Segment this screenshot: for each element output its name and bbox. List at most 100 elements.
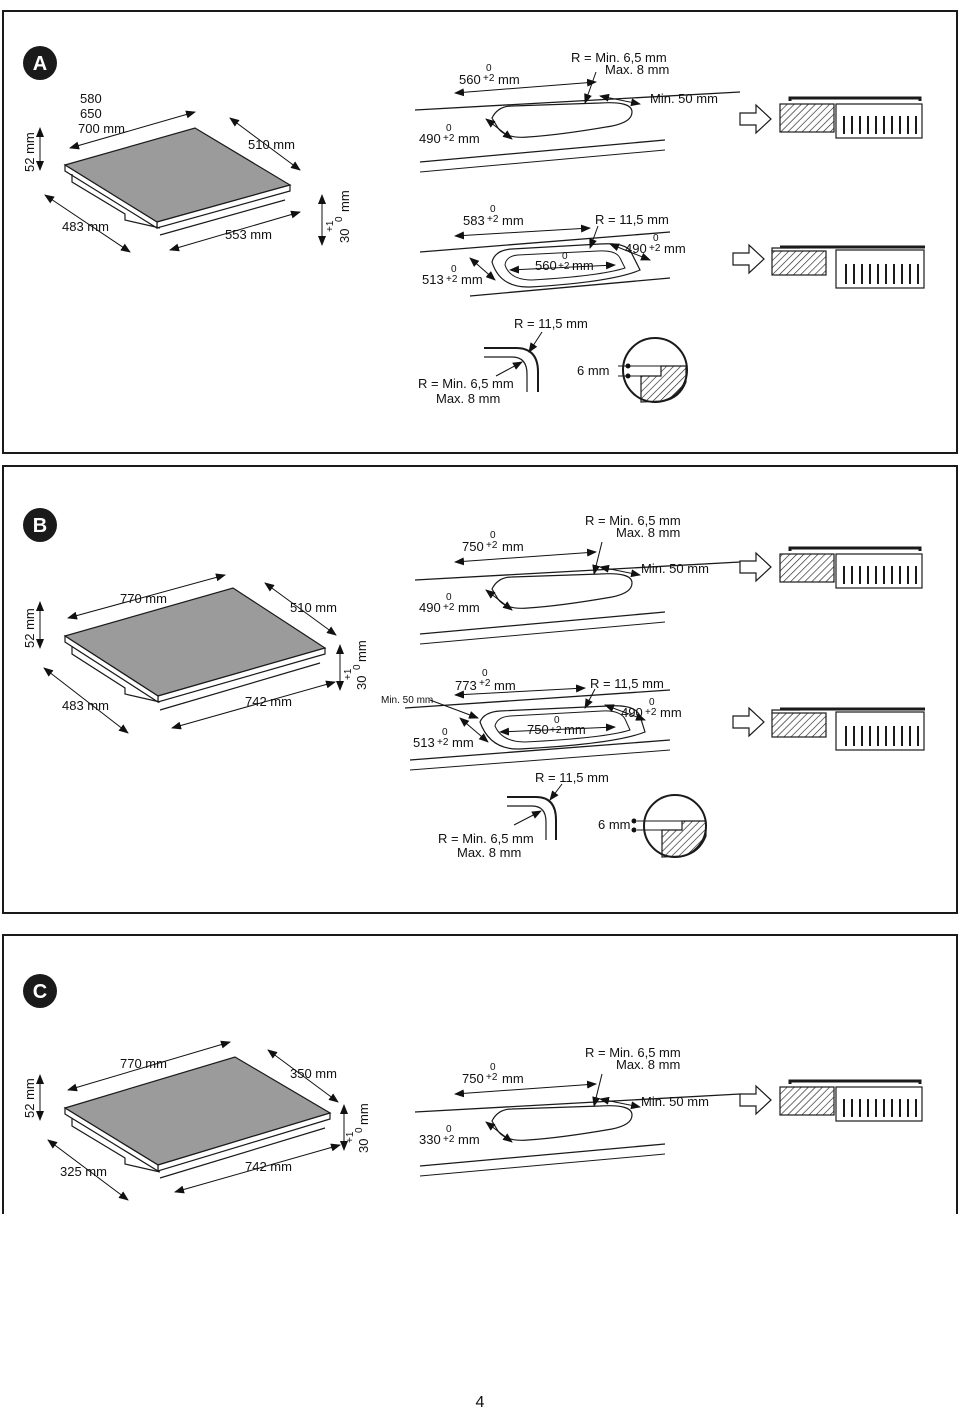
arrow-b2-icon [732,706,765,738]
hob-a-thickness-unit: mm [337,190,352,212]
cutout-b2-outer-depth-unit: mm [452,735,474,750]
cutout-b2-depth-upper: 0 [649,697,655,708]
dim-b2-outer-depth-line [459,717,489,743]
dim-b2-radius-leader [584,688,596,709]
badge-b-circle [23,508,57,542]
ribs-a2-icon [845,264,919,284]
badge-a-letter: A [33,53,47,75]
details-b-radius-large: R = 11,5 mm [535,770,609,785]
hob-b-drawing [36,573,344,734]
cutout-b2-radius: R = 11,5 mm [590,676,664,691]
dim-a2-radius-leader [589,225,599,249]
rebate-b-dot-bottom [631,827,637,833]
cutout-a1-depth-value: 490 [419,131,441,146]
hob-b-bottom-depth-label: 483 mm [62,698,109,713]
hob-b-thickness-tol-lower: 0 [352,664,363,670]
dim-c-bottom-width-line [174,1143,341,1194]
worktop-b1-front-edge-2 [419,621,666,645]
hob-a-thickness-tol-upper: +1 [325,220,336,232]
section-a1-cross-section [739,96,923,139]
cutout-a2-outer-width-upper: 0 [490,204,496,215]
worktop-a1-front-edge-2 [419,149,666,173]
cutout-a2-inner-width-lower: +2 [558,261,570,272]
cutout-b1-depth-upper: 0 [446,592,452,603]
cutout-a1-radius-max: Max. 8 mm [605,62,669,77]
cutout-a2-depth-lower: +2 [649,243,661,254]
cutout-c1-depth-lower: +2 [443,1134,455,1145]
cutout-a2-outer-width-lower: +2 [487,214,499,225]
corner-b-profile-inner [507,805,547,840]
dim-b2-mindist-line [429,699,479,719]
dim-a2-inner-width-line [509,261,616,274]
dim-c-width-line [67,1040,231,1092]
hob-c1-section [788,1079,922,1084]
cutout-a2-outer-depth-unit: mm [461,272,483,287]
section-b: B 52 mm 770 mm 510 mm 483 mm 742 mm 30 +… [22,508,925,860]
corner-b-profile [507,796,557,840]
worktop-b1-back-edge [414,561,741,581]
hob-c-bottom-depth-label: 325 mm [60,1164,107,1179]
section-a2-cross-section [732,243,925,289]
cutout-a1-min-distance: Min. 50 mm [650,91,718,106]
cutout-c1-width-lower: +2 [486,1072,498,1083]
rebate-b-detail-hatch [661,820,707,858]
cutout-b1-width-upper: 0 [490,530,496,541]
hob-a-drawing [36,110,326,253]
corner-a-leader-small [495,361,523,377]
worktop-a2-front-edge [469,277,671,297]
hob-a-bottom-depth-label: 483 mm [62,219,109,234]
hob-c-bottom-width-label: 742 mm [245,1159,292,1174]
dim-c-bottom-depth-line [47,1139,129,1201]
cutout-c1-width-upper: 0 [490,1062,496,1073]
worktop-c1-front-edge-2 [419,1153,666,1177]
cutout-b1-radius-max: Max. 8 mm [616,525,680,540]
cutout-b2-drawing [404,684,671,771]
hob-a-width-option-3: 700 mm [78,121,125,136]
cutout-b2-inner-width-value: 750 [527,722,549,737]
hob-a-thickness-value: 30 [337,229,352,243]
cutout-b2-depth-value: 490 [621,705,643,720]
cutout-b1-depth-lower: +2 [443,602,455,613]
dim-a2-outer-width-line [454,224,591,240]
hob-b-thickness-unit: mm [354,640,369,662]
cutout-c1-depth-upper: 0 [446,1124,452,1135]
badge-c-circle [23,974,57,1008]
worktop-b1-front-edge [419,611,666,635]
arrow-a2-icon [732,243,765,275]
details-b-drawing [507,783,707,858]
cutout-a2-depth-unit: mm [664,241,686,256]
rebate-a-dot-top [625,363,631,369]
worktop-b2-front-edge-2 [409,749,671,771]
worktop-b2-section [771,712,827,738]
worktop-a2-back-edge [419,231,671,253]
worktop-a2-section [771,250,827,276]
cutout-b1-depth-unit: mm [458,600,480,615]
cutout-b1-width-unit: mm [502,539,524,554]
cutout-b2-depth-unit: mm [660,705,682,720]
section-a: A 52 mm 580 650 700 mm 510 mm 483 mm 553… [22,46,925,406]
cutout-a1-drawing [414,71,741,173]
cutout-a1-depth-lower: +2 [443,133,455,144]
section-c: C 52 mm 770 mm 350 mm 325 mm 742 mm 30 +… [22,974,923,1201]
hob-a-width-option-1: 580 [80,91,102,106]
panel-b-frame [2,465,958,914]
corner-a-profile [484,347,539,392]
cutout-c1-depth-unit: mm [458,1132,480,1147]
dim-c1-depth-line [485,1121,513,1143]
hob-c-height-label: 52 mm [22,1078,37,1118]
worktop-b1-section-right [835,553,923,589]
dim-a2-depth-line [609,243,651,261]
cutout-c1-depth-value: 330 [419,1132,441,1147]
corner-a-profile-inner [484,356,528,392]
worktop-a1-front-edge [419,139,666,163]
dim-b1-depth-line [485,589,513,611]
cutout-c1-drawing [414,1073,741,1177]
section-c1-cross-section [739,1079,923,1122]
cutout-b2-outer-width-upper: 0 [482,668,488,679]
cutout-c1-radius-min: R = Min. 6,5 mm [585,1045,681,1060]
dim-b1-radius-leader [592,541,603,575]
corner-b-leader-large [549,783,563,801]
arrow-b1-icon [739,551,772,583]
cutout-a2-inner-width-value: 560 [535,258,557,273]
hob-a1-section [788,96,922,101]
